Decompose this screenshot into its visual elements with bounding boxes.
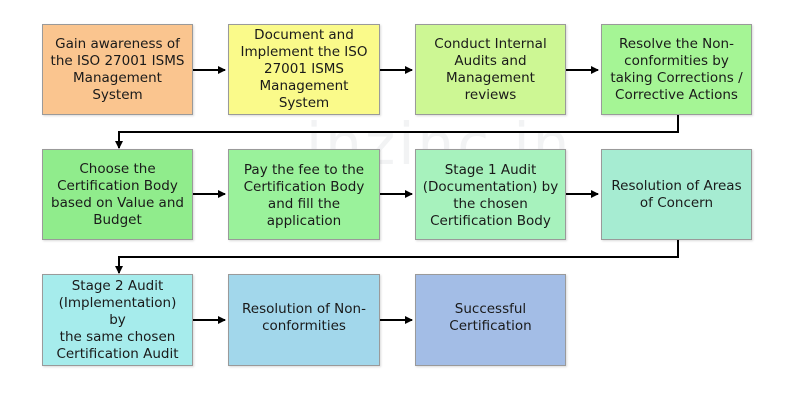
step-5-label: Choose the Certification Body based on V… [51, 160, 184, 228]
step-1-box: Gain awareness of the ISO 27001 ISMS Man… [42, 24, 193, 115]
step-11-label: Successful Certification [449, 301, 532, 334]
step-9-label: Stage 2 Audit (Implementation) by the sa… [56, 277, 179, 362]
arrow-step8-to-step9 [115, 240, 679, 274]
step-3-box: Conduct Internal Audits and Management r… [415, 24, 566, 115]
step-2-label: Document and Implement the ISO 27001 ISM… [240, 27, 368, 111]
step-10-box: Resolution of Non- conformities [228, 274, 380, 366]
step-7-box: Stage 1 Audit (Documentation) by the cho… [415, 149, 566, 240]
step-10-label: Resolution of Non- conformities [242, 301, 366, 334]
step-5-box: Choose the Certification Body based on V… [42, 149, 193, 240]
step-1-label: Gain awareness of the ISO 27001 ISMS Man… [50, 35, 185, 103]
step-2-box: Document and Implement the ISO 27001 ISM… [228, 24, 380, 115]
step-4-box: Resolve the Non- conformities by taking … [601, 24, 752, 115]
step-8-label: Resolution of Areas of Concern [611, 178, 742, 211]
step-4-label: Resolve the Non- conformities by taking … [610, 35, 743, 103]
step-9-box: Stage 2 Audit (Implementation) by the sa… [42, 274, 193, 366]
step-3-label: Conduct Internal Audits and Management r… [434, 35, 547, 103]
step-6-label: Pay the fee to the Certification Body an… [243, 162, 365, 229]
step-6-box: Pay the fee to the Certification Body an… [228, 149, 380, 240]
step-8-box: Resolution of Areas of Concern [601, 149, 752, 240]
step-7-label: Stage 1 Audit (Documentation) by the cho… [422, 162, 559, 229]
arrow-step4-to-step5 [115, 115, 679, 149]
step-11-box: Successful Certification [415, 274, 566, 366]
